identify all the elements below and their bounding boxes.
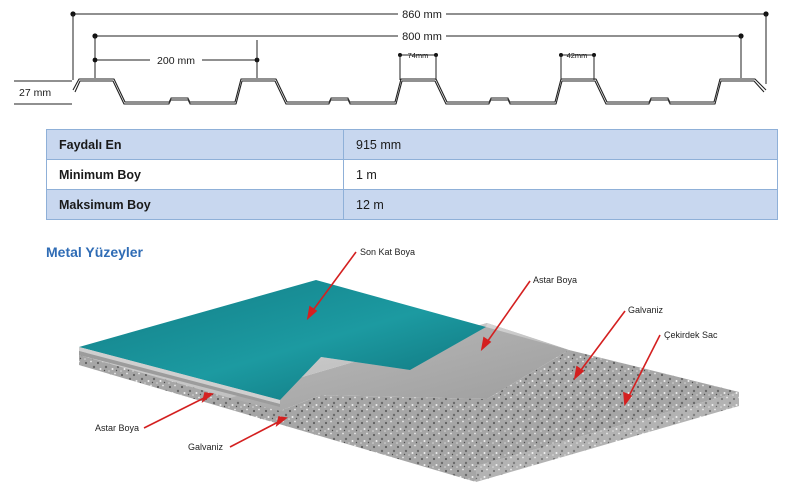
table-row: Maksimum Boy 12 m [46, 189, 778, 220]
row-label: Minimum Boy [46, 159, 344, 190]
profile-drawing: 860 mm 800 mm 200 mm 74mm 42mm [14, 8, 769, 105]
profile-inner-line [74, 80, 765, 105]
pitch-label: 200 mm [157, 55, 195, 67]
edge-galvanized-band [79, 351, 280, 407]
core-edge-right [476, 392, 739, 482]
row-value: 915 mm [343, 129, 778, 160]
row-label: Faydalı En [46, 129, 344, 160]
inner-width-dimension: 800 mm [92, 30, 744, 78]
spec-table: Faydalı En 915 mm Minimum Boy 1 m Maksim… [46, 129, 778, 220]
row-value: 1 m [343, 159, 778, 190]
primer-layer-upper [486, 323, 569, 350]
total-width-dimension: 860 mm [70, 8, 769, 84]
pitch-dimension: 200 mm [92, 40, 260, 78]
total-width-label: 860 mm [402, 9, 442, 21]
height-dimension: 27 mm [14, 80, 72, 105]
top-width-dimension: 74mm [398, 51, 438, 80]
label-astar-boya-left: Astar Boya [95, 423, 139, 433]
label-galvaniz-top: Galvaniz [628, 305, 664, 315]
table-row: Faydalı En 915 mm [46, 129, 778, 160]
label-son-kat-boya: Son Kat Boya [360, 247, 415, 257]
top-width-label: 74mm [408, 51, 429, 60]
height-label: 27 mm [19, 87, 51, 99]
pointer-arrows [143, 251, 661, 448]
label-galvaniz-left: Galvaniz [188, 442, 224, 452]
inner-width-label: 800 mm [402, 31, 442, 43]
section-title: Metal Yüzeyler [46, 244, 144, 260]
label-astar-boya-top: Astar Boya [533, 275, 577, 285]
table-row: Minimum Boy 1 m [46, 159, 778, 190]
core-steel-layer [280, 350, 739, 466]
top-coat-layer [79, 280, 486, 400]
bottom-width-dimension: 42mm [559, 51, 596, 80]
edge-primer-band [79, 347, 280, 404]
row-value: 12 m [343, 189, 778, 220]
label-cekirdek-sac: Çekirdek Sac [664, 330, 718, 340]
bottom-width-label: 42mm [567, 51, 588, 60]
profile-outer-line [72, 78, 767, 103]
trapezoid-profile [72, 78, 767, 105]
row-label: Maksimum Boy [46, 189, 344, 220]
